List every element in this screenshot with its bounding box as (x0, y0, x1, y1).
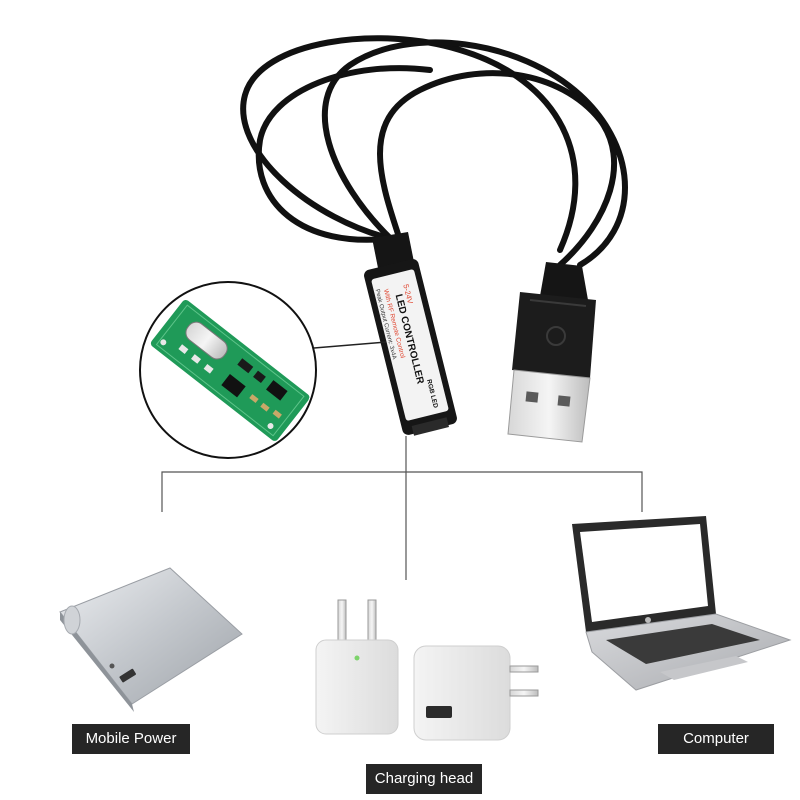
power-bank-image (59, 567, 243, 712)
label-mobile-power: Mobile Power (72, 724, 190, 754)
usb-cable (240, 35, 628, 268)
label-computer: Computer (658, 724, 774, 754)
laptop-image (572, 516, 792, 691)
led-controller-module: 5-24V LED CONTROLLER With RF Remote Cont… (364, 232, 457, 436)
connection-lines (161, 436, 643, 580)
usb-logo-icon (546, 326, 566, 346)
usb-plug (507, 262, 596, 443)
wall-charger-image (315, 599, 539, 741)
pcb-detail-callout (139, 281, 387, 459)
label-charging-head: Charging head (366, 764, 482, 794)
